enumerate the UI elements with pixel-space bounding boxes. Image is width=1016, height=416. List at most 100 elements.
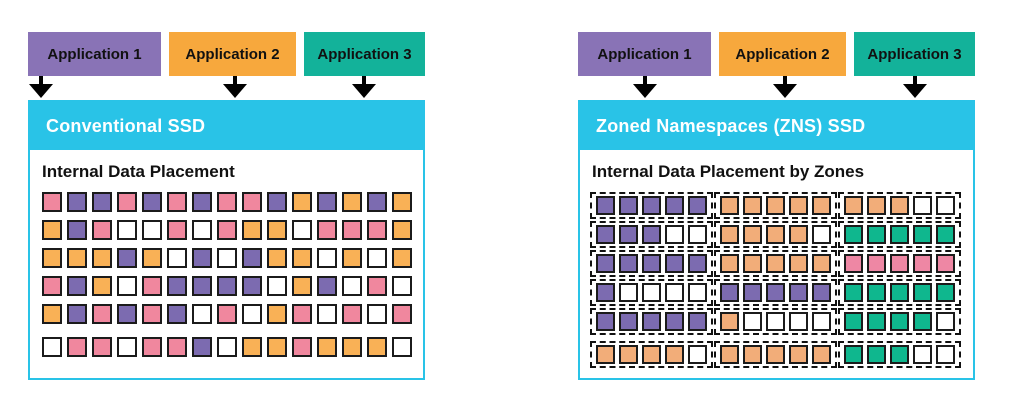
- application-2-label: Application 2: [735, 45, 830, 63]
- grid-row: [42, 248, 413, 268]
- data-block-orange: [267, 304, 287, 324]
- data-block-pink: [292, 337, 312, 357]
- data-block-orange: [342, 248, 362, 268]
- data-block-white: [342, 276, 362, 296]
- zone-row: [590, 221, 963, 248]
- data-block-orange: [67, 248, 87, 268]
- zone-box: [714, 279, 837, 306]
- data-block-purple: [142, 192, 162, 212]
- zone-box: [714, 221, 837, 248]
- data-block-white: [392, 276, 412, 296]
- application-3-label: Application 3: [867, 45, 962, 63]
- data-block-purple: [665, 254, 684, 273]
- data-block-orange: [292, 276, 312, 296]
- data-block-white: [217, 337, 237, 357]
- data-block-pink: [142, 276, 162, 296]
- down-arrow-icon: [29, 76, 53, 98]
- data-block-orange: [720, 345, 739, 364]
- data-block-orange: [766, 345, 785, 364]
- data-block-purple: [192, 248, 212, 268]
- data-block-pink: [217, 192, 237, 212]
- data-block-purple: [167, 276, 187, 296]
- panel-conventional-ssd: Application 1 Application 2 Application …: [28, 32, 425, 380]
- data-block-white: [117, 220, 137, 240]
- data-block-teal: [867, 345, 886, 364]
- down-arrow-icon: [352, 76, 376, 98]
- data-block-purple: [720, 283, 739, 302]
- data-block-teal: [890, 312, 909, 331]
- data-block-purple: [242, 276, 262, 296]
- data-block-orange: [665, 345, 684, 364]
- zone-box: [714, 250, 837, 277]
- data-block-purple: [192, 337, 212, 357]
- data-block-pink: [242, 192, 262, 212]
- data-block-purple: [67, 192, 87, 212]
- data-block-orange: [743, 254, 762, 273]
- data-block-orange: [596, 345, 615, 364]
- data-block-pink: [92, 304, 112, 324]
- zone-box: [838, 341, 961, 368]
- data-block-white: [619, 283, 638, 302]
- data-block-teal: [890, 283, 909, 302]
- data-block-teal: [867, 225, 886, 244]
- data-block-pink: [292, 304, 312, 324]
- data-block-orange: [789, 345, 808, 364]
- grid-row: [42, 337, 413, 357]
- applications-row: Application 1 Application 2 Application …: [578, 32, 975, 76]
- data-block-purple: [596, 283, 615, 302]
- data-block-orange: [342, 192, 362, 212]
- data-block-pink: [117, 192, 137, 212]
- application-3-label: Application 3: [317, 45, 412, 63]
- data-block-white: [743, 312, 762, 331]
- data-block-orange: [743, 345, 762, 364]
- data-block-orange: [812, 345, 831, 364]
- data-block-purple: [167, 304, 187, 324]
- data-block-teal: [913, 225, 932, 244]
- data-block-purple: [596, 312, 615, 331]
- data-block-white: [812, 225, 831, 244]
- zone-box: [838, 250, 961, 277]
- data-block-purple: [665, 196, 684, 215]
- zone-box: [590, 192, 713, 219]
- data-block-purple: [619, 312, 638, 331]
- zone-box: [590, 341, 713, 368]
- data-block-teal: [936, 225, 955, 244]
- zoned-data-placement-grid: [590, 192, 963, 368]
- zone-box: [714, 308, 837, 335]
- data-block-teal: [890, 225, 909, 244]
- data-placement-grid: [40, 192, 413, 357]
- conventional-ssd-title: Conventional SSD: [46, 115, 206, 136]
- data-block-pink: [890, 254, 909, 273]
- data-block-orange: [766, 196, 785, 215]
- data-block-pink: [217, 220, 237, 240]
- zone-box: [590, 279, 713, 306]
- data-block-purple: [596, 254, 615, 273]
- internal-data-placement-title: Internal Data Placement: [42, 162, 235, 181]
- data-block-purple: [688, 196, 707, 215]
- data-block-teal: [913, 312, 932, 331]
- data-block-orange: [317, 337, 337, 357]
- data-block-purple: [812, 283, 831, 302]
- data-block-teal: [844, 345, 863, 364]
- data-block-pink: [367, 276, 387, 296]
- data-block-white: [665, 283, 684, 302]
- data-block-purple: [117, 304, 137, 324]
- panel-zns-ssd: Application 1 Application 2 Application …: [578, 32, 975, 380]
- data-block-orange: [766, 225, 785, 244]
- data-block-white: [267, 276, 287, 296]
- down-arrow-icon: [633, 76, 657, 98]
- data-block-white: [42, 337, 62, 357]
- data-block-orange: [92, 248, 112, 268]
- data-block-white: [936, 345, 955, 364]
- data-block-purple: [642, 196, 661, 215]
- data-block-orange: [242, 337, 262, 357]
- data-block-purple: [317, 276, 337, 296]
- data-block-white: [192, 220, 212, 240]
- data-block-orange: [342, 337, 362, 357]
- data-block-white: [317, 304, 337, 324]
- data-block-pink: [217, 304, 237, 324]
- zone-row: [590, 308, 963, 335]
- application-2-label: Application 2: [185, 45, 280, 63]
- data-block-orange: [42, 248, 62, 268]
